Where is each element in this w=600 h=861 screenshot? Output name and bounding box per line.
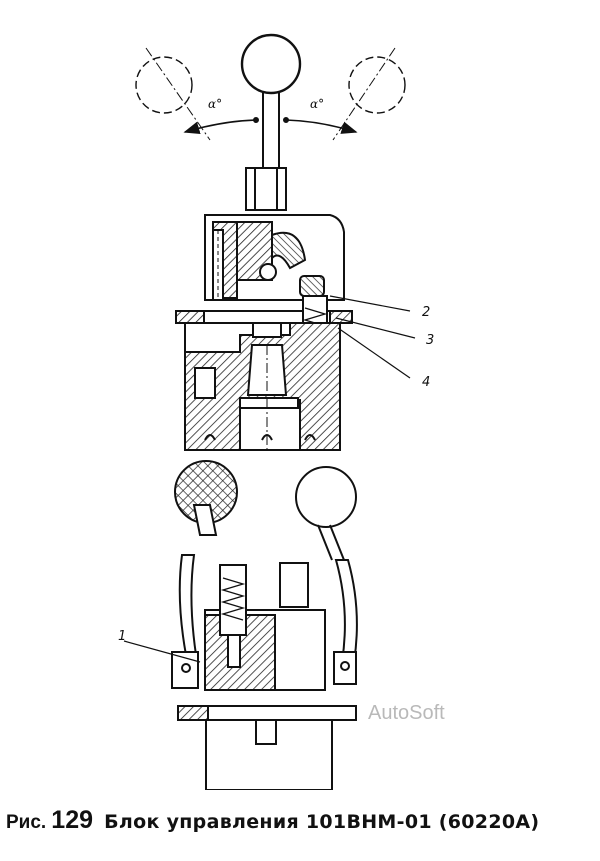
upper-section-view — [175, 167, 353, 451]
callout-label-1: 1 — [118, 629, 126, 644]
callout-leader-1 — [123, 640, 201, 663]
control-unit-drawing: α° α° — [118, 33, 445, 790]
callout-label-2: 2 — [422, 305, 430, 320]
callout-label-4: 4 — [422, 375, 430, 390]
knob-left-position — [135, 56, 193, 114]
figure-title: Блок управления 101ВНМ-01 (60220А) — [104, 811, 540, 833]
figure-label-prefix: Рис. — [6, 812, 47, 833]
knob-right-position — [348, 56, 406, 114]
watermark-text: AutoSoft — [368, 702, 445, 724]
figure-caption: Рис. 129 Блок управления 101ВНМ-01 (6022… — [6, 806, 596, 846]
callout-label-3: 3 — [426, 333, 434, 348]
knob-center — [240, 33, 302, 95]
knob-right — [295, 466, 357, 528]
figure-number: 129 — [51, 806, 94, 834]
callout-leaders-upper — [329, 295, 416, 379]
lower-assembly-view — [171, 460, 358, 790]
angle-label-left: α° — [208, 97, 222, 111]
angle-label-right: α° — [310, 97, 324, 111]
